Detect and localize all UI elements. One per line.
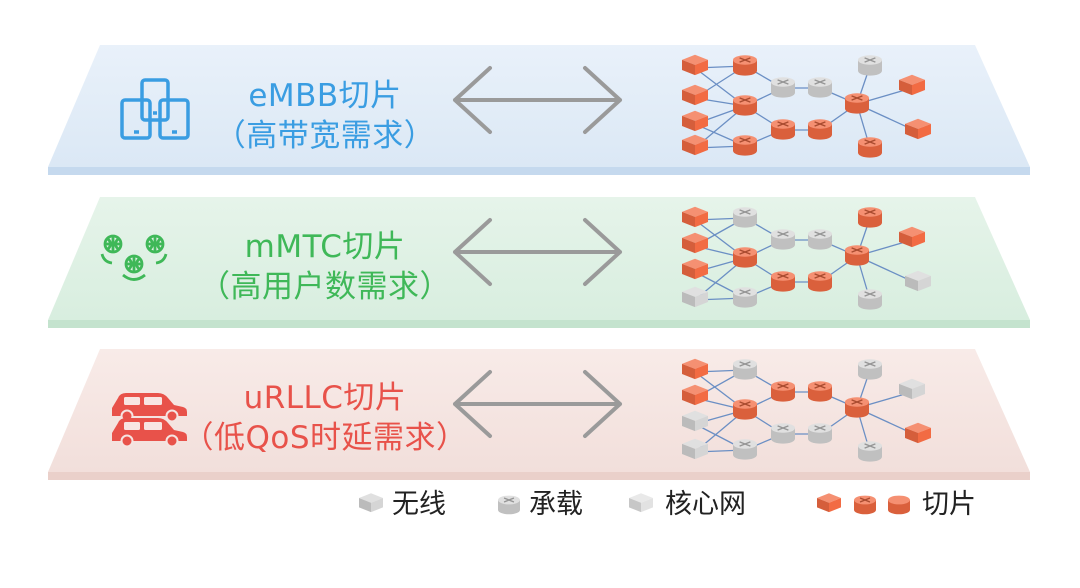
bearer-node-icon	[808, 423, 832, 444]
slice-node-icon	[682, 384, 708, 406]
bearer-node-icon	[771, 77, 795, 98]
double-arrow-urllc	[453, 370, 622, 438]
slice-node-icon	[682, 134, 708, 156]
legend-label-bearer: 承载	[529, 489, 583, 520]
slice-node-icon	[858, 207, 882, 228]
bearer-node-icon	[733, 207, 757, 228]
slice-desc-urllc: （低QoS时延需求）	[182, 420, 468, 456]
slice-node-icon	[905, 118, 931, 140]
slice-node-icon	[808, 381, 832, 402]
slice-node-icon	[682, 232, 708, 254]
layer-edge-embb	[48, 167, 1030, 175]
slice-node-icon	[771, 119, 795, 140]
wireless-node-icon	[905, 270, 931, 292]
slice-node-icon	[733, 135, 757, 156]
slice-node-icon	[682, 206, 708, 228]
slice-node-icon	[682, 84, 708, 106]
network-urllc	[682, 358, 931, 462]
bearer-node-icon	[858, 289, 882, 310]
wireless-node-icon	[682, 286, 708, 308]
tablet-devices-icon	[120, 78, 190, 140]
layer-edge-urllc	[48, 472, 1030, 480]
bearer-node-icon	[808, 77, 832, 98]
slice-node-icon	[733, 95, 757, 116]
cars-icon	[112, 393, 187, 448]
slice-name-urllc: uRLLC切片	[243, 380, 407, 416]
bearer-node-icon	[733, 439, 757, 460]
slice-node-icon	[808, 119, 832, 140]
bearer-node-icon	[733, 287, 757, 308]
slice-legend-round-icon	[888, 495, 910, 515]
double-arrow-embb	[453, 66, 622, 134]
slice-desc-embb: （高带宽需求）	[214, 118, 436, 154]
globe-hands-icon	[100, 234, 168, 281]
slice-node-icon	[733, 247, 757, 268]
slice-legend-cylinder-icon	[854, 495, 876, 515]
slice-node-icon	[733, 399, 757, 420]
bearer-node-icon	[858, 359, 882, 380]
slice-node-icon	[808, 271, 832, 292]
wireless-node-icon	[682, 410, 708, 432]
network-embb	[682, 54, 931, 158]
slice-name-mmtc: mMTC切片	[244, 229, 406, 265]
slice-node-icon	[682, 54, 708, 76]
bearer-node-icon	[858, 55, 882, 76]
layer-plate-embb	[48, 45, 1030, 167]
bearer-node-icon	[808, 229, 832, 250]
slice-desc-mmtc: （高用户数需求）	[199, 269, 451, 305]
slice-title-embb: eMBB切片 （高带宽需求）	[200, 76, 450, 156]
bearer-node-icon	[858, 441, 882, 462]
layer-edge-mmtc	[48, 320, 1030, 328]
legend-symbols	[359, 493, 910, 515]
slice-node-icon	[899, 226, 925, 248]
slice-node-icon	[899, 74, 925, 96]
slice-node-icon	[771, 271, 795, 292]
slice-node-icon	[905, 422, 931, 444]
bearer-node-icon	[733, 359, 757, 380]
wireless-legend-icon	[359, 493, 383, 513]
network-mmtc	[682, 206, 931, 310]
legend-label-core: 核心网	[665, 489, 746, 520]
wireless-node-icon	[899, 378, 925, 400]
slice-title-mmtc: mMTC切片 （高用户数需求）	[195, 227, 455, 307]
slice-node-icon	[682, 358, 708, 380]
legend-label-slice: 切片	[922, 489, 976, 520]
double-arrow-mmtc	[453, 218, 622, 286]
slice-node-icon	[845, 93, 869, 114]
slice-node-icon	[682, 110, 708, 132]
slice-node-icon	[771, 381, 795, 402]
wireless-node-icon	[682, 438, 708, 460]
slice-legend-cube-icon	[817, 493, 841, 513]
slice-node-icon	[682, 258, 708, 280]
slice-node-icon	[858, 137, 882, 158]
bearer-node-icon	[771, 229, 795, 250]
slice-node-icon	[845, 397, 869, 418]
legend-label-wireless: 无线	[392, 489, 446, 520]
slice-title-urllc: uRLLC切片 （低QoS时延需求）	[180, 378, 470, 458]
network-graphs	[682, 54, 931, 462]
layer-embb	[48, 45, 1030, 175]
slice-node-icon	[845, 245, 869, 266]
core-legend-icon	[629, 493, 653, 513]
bearer-node-icon	[771, 423, 795, 444]
bearer-legend-icon	[498, 495, 520, 515]
slice-name-embb: eMBB切片	[248, 78, 402, 114]
slice-node-icon	[733, 55, 757, 76]
